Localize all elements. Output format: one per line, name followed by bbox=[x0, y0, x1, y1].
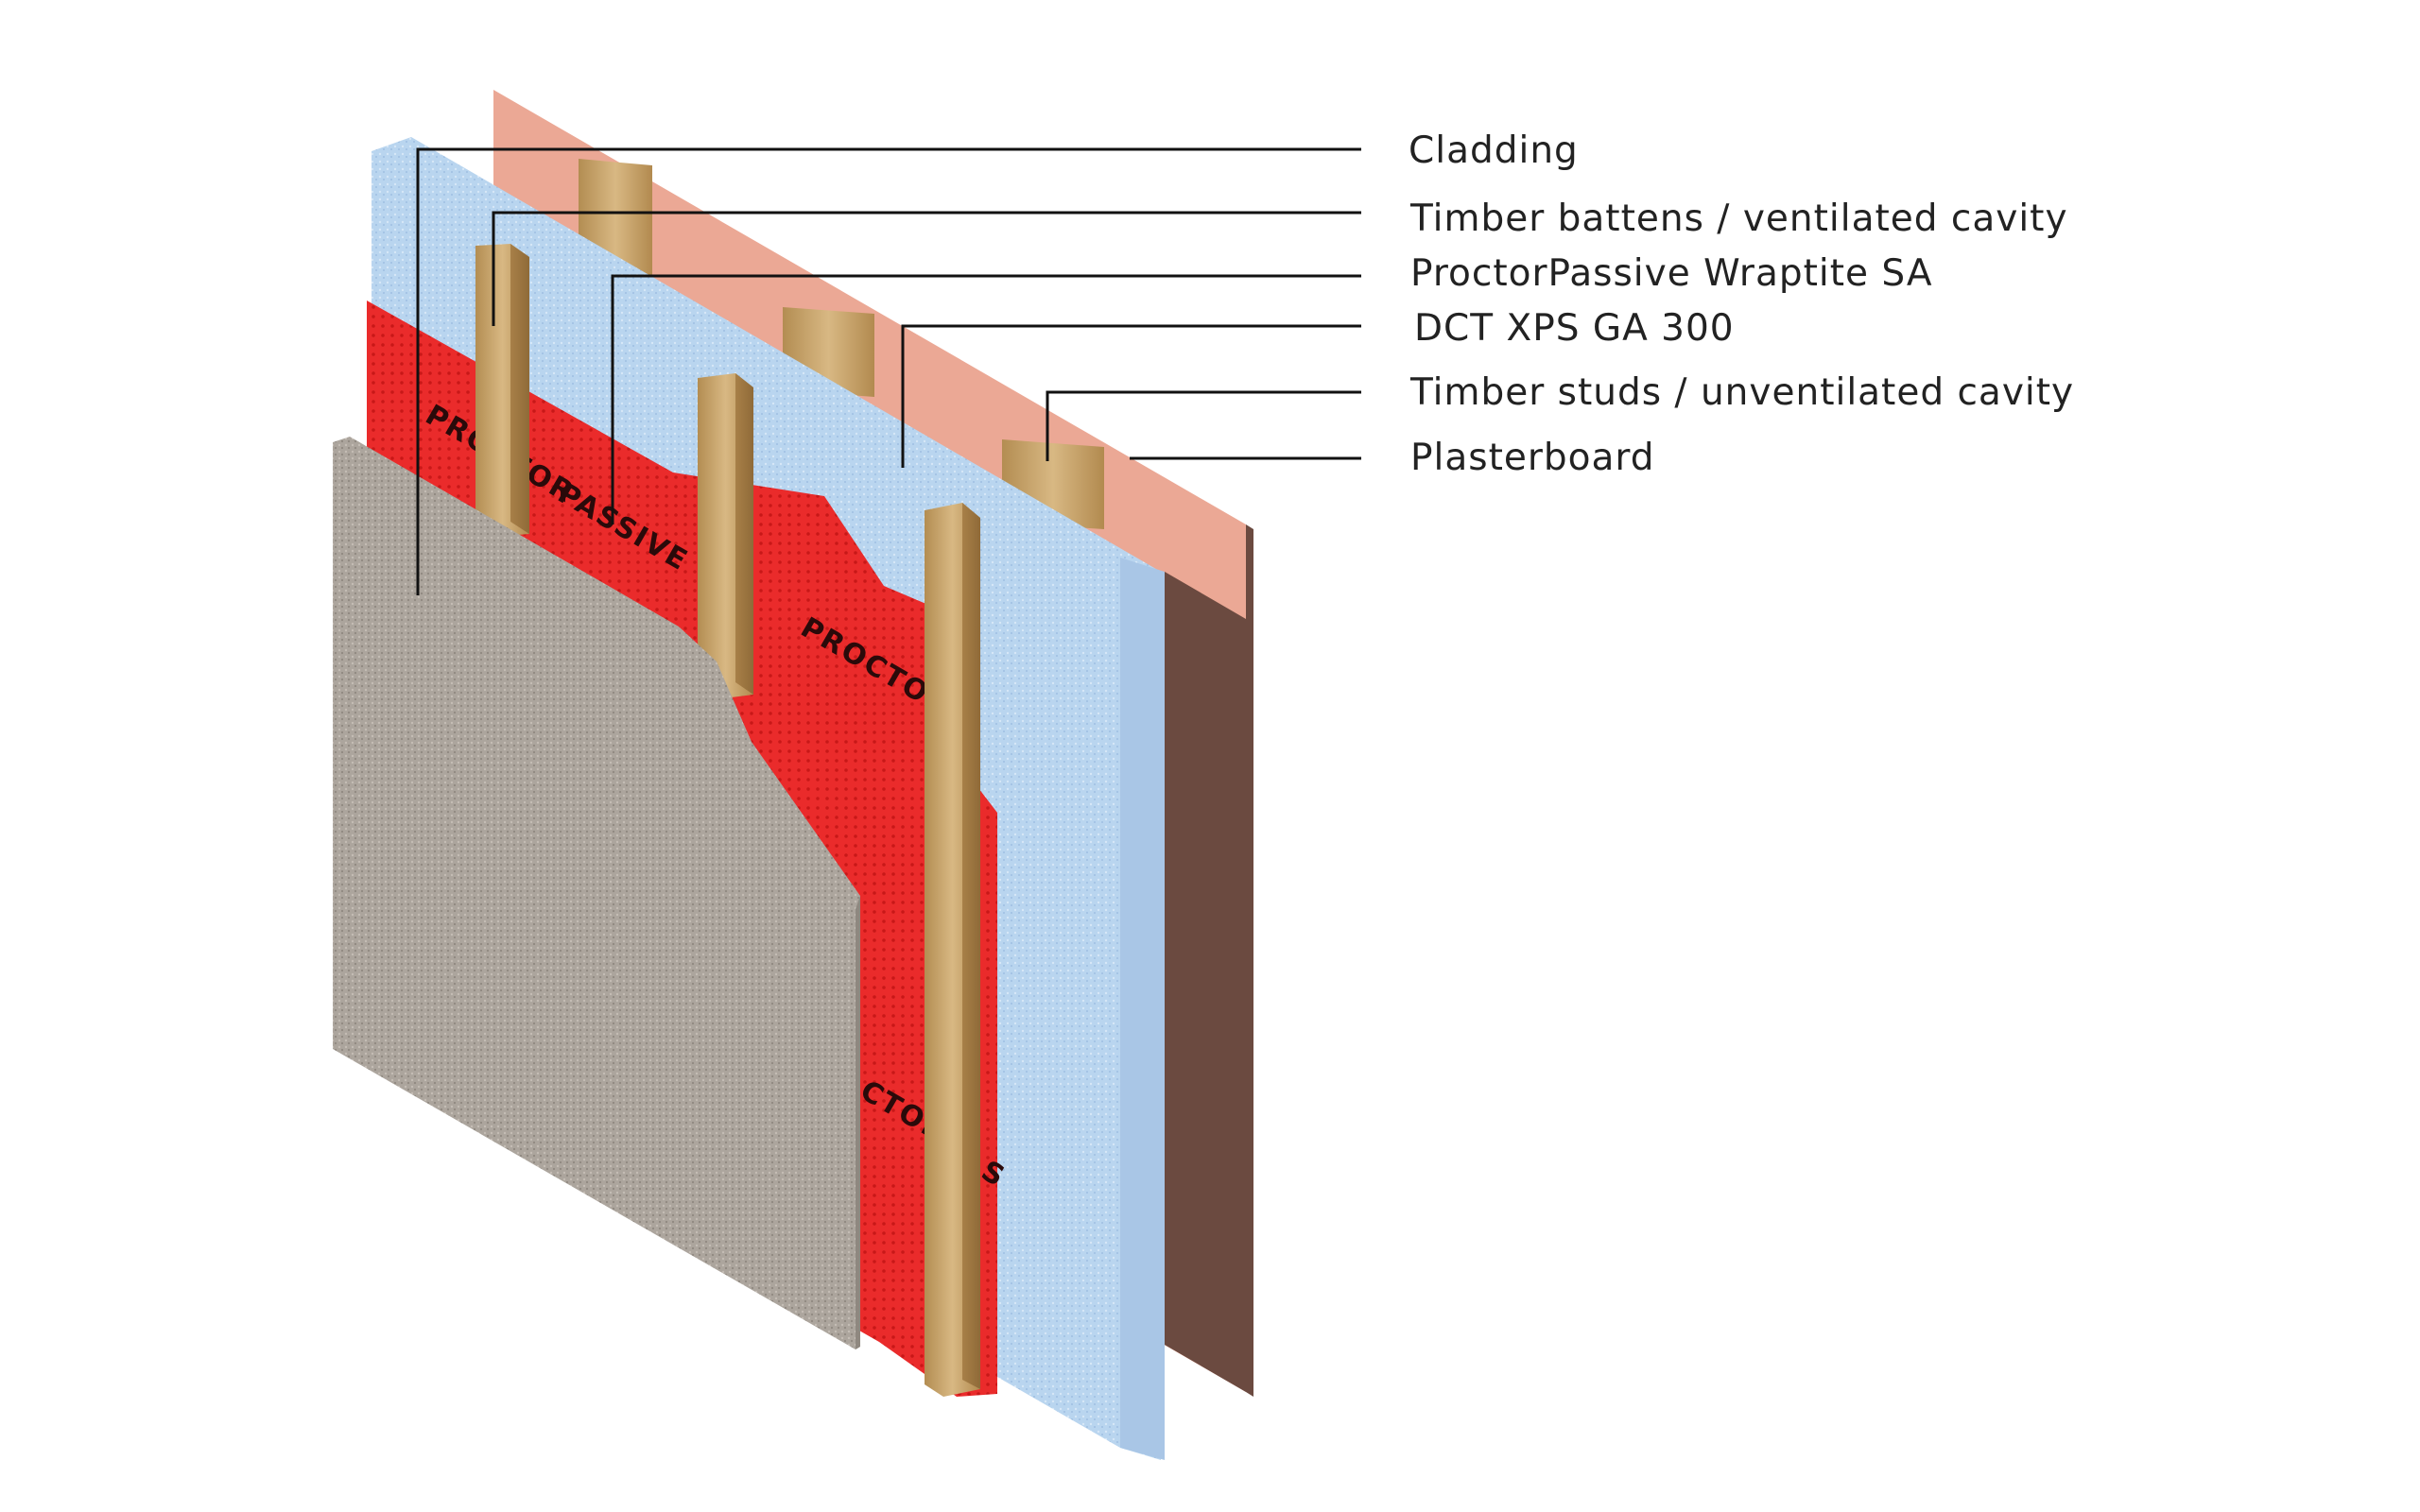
timber-batten-side bbox=[962, 503, 980, 1389]
label-plasterboard: Plasterboard bbox=[1410, 437, 1655, 479]
label-insulation: DCT XPS GA 300 bbox=[1414, 307, 1735, 350]
callout-labels: Cladding Timber battens / ventilated cav… bbox=[1409, 129, 2074, 479]
cladding-layer bbox=[333, 437, 860, 1349]
leader-lines bbox=[416, 147, 1361, 595]
insulation-front-edge bbox=[1120, 558, 1165, 1460]
leader-line-membrane bbox=[611, 274, 1361, 524]
label-membrane: ProctorPassive Wraptite SA bbox=[1410, 252, 1933, 295]
cladding-edge bbox=[856, 896, 860, 1349]
leader-line-timber-studs bbox=[1046, 390, 1361, 461]
cladding-face bbox=[333, 437, 860, 1349]
timber-batten-side bbox=[510, 244, 529, 534]
label-timber-studs: Timber studs / unventilated cavity bbox=[1409, 371, 2074, 414]
timber-batten-side bbox=[735, 373, 753, 695]
label-timber-battens: Timber battens / ventilated cavity bbox=[1409, 198, 2068, 240]
leader-line-cladding bbox=[416, 147, 1361, 595]
plasterboard-edge bbox=[1246, 524, 1253, 1397]
timber-battens bbox=[475, 244, 980, 1397]
plasterboard-shadow bbox=[1165, 572, 1246, 1392]
leader-line-timber-battens bbox=[492, 211, 1361, 326]
leader-line-insulation bbox=[901, 324, 1361, 468]
label-cladding: Cladding bbox=[1409, 129, 1579, 172]
